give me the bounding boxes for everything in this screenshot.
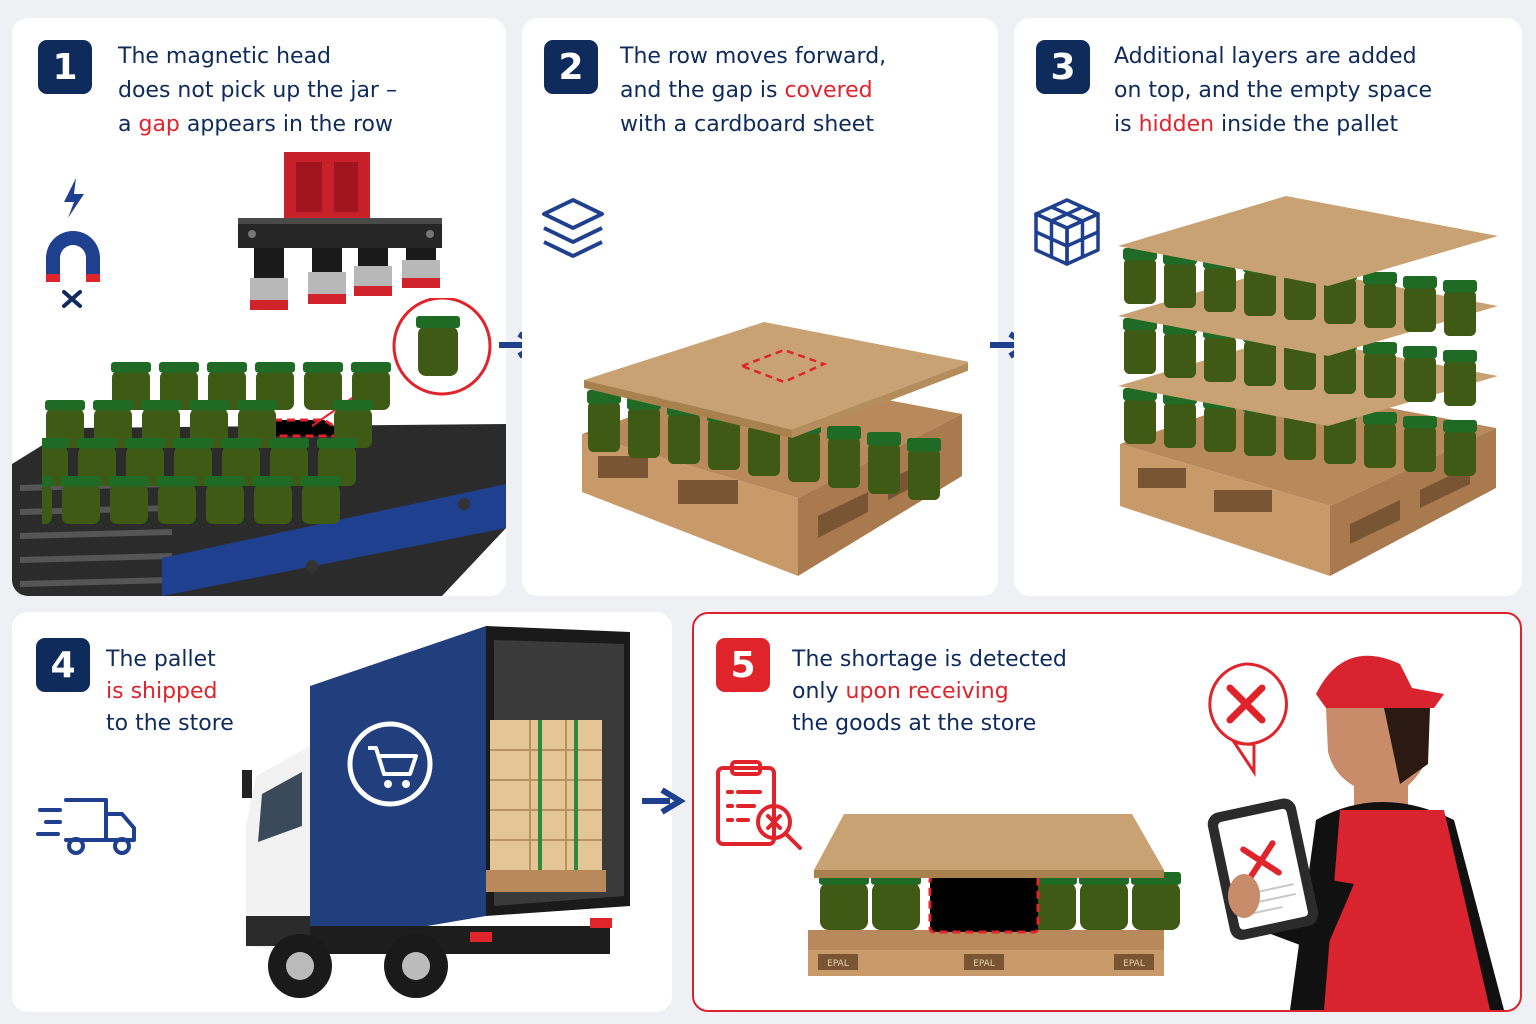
magnetic-head bbox=[238, 152, 442, 310]
jar bbox=[867, 432, 901, 494]
jar bbox=[1443, 280, 1477, 336]
step-3-caption: Additional layers are added on top, and … bbox=[1114, 40, 1432, 142]
jar bbox=[1403, 346, 1437, 402]
caption-line: the goods at the store bbox=[792, 711, 1037, 736]
jar bbox=[1123, 388, 1157, 444]
caption-line: only upon receiving bbox=[792, 679, 1009, 704]
stacked-pallet bbox=[1118, 196, 1498, 576]
step-3-panel: 3 Additional layers are added on top, an… bbox=[1014, 18, 1522, 596]
step-5-badge: 5 bbox=[716, 638, 770, 692]
caption-line: on top, and the empty space bbox=[1114, 78, 1433, 103]
arrow-right-icon bbox=[642, 787, 686, 815]
jar bbox=[587, 390, 621, 452]
jar bbox=[907, 438, 941, 500]
pallet-gap-reveal: EPAL EPAL EPAL bbox=[808, 814, 1181, 976]
caption-line: The shortage is detected bbox=[792, 647, 1067, 672]
step-1-caption: The magnetic head does not pick up the j… bbox=[118, 40, 397, 142]
magnet-off-icon bbox=[46, 178, 100, 308]
jar bbox=[253, 476, 293, 524]
jar bbox=[1443, 350, 1477, 406]
jar bbox=[1363, 272, 1397, 328]
jar bbox=[109, 476, 149, 524]
jar bbox=[1123, 248, 1157, 304]
step-4-panel: 4 The pallet is shipped to the store bbox=[12, 612, 672, 1012]
caption-line: with a cardboard sheet bbox=[620, 112, 874, 137]
jar bbox=[303, 362, 343, 410]
jar bbox=[301, 476, 341, 524]
store-worker bbox=[1207, 655, 1504, 1010]
jar bbox=[1163, 322, 1197, 378]
caption-line: does not pick up the jar – bbox=[118, 78, 397, 103]
delivery-truck bbox=[242, 626, 630, 998]
caption-line: to the store bbox=[106, 711, 234, 736]
jar bbox=[627, 396, 661, 458]
jar bbox=[45, 400, 85, 448]
jar bbox=[1363, 342, 1397, 398]
step-1-panel: 1 The magnetic head does not pick up the… bbox=[12, 18, 506, 596]
pallet-marking: EPAL bbox=[827, 959, 849, 969]
step-4-badge: 4 bbox=[36, 638, 90, 692]
cross-mark-icon bbox=[1208, 662, 1288, 777]
caption-line: and the gap is covered bbox=[620, 78, 873, 103]
cardboard-sheet bbox=[1118, 196, 1498, 286]
caption-line: is shipped bbox=[106, 679, 218, 704]
layers-icon bbox=[542, 198, 604, 258]
jar bbox=[1163, 392, 1197, 448]
pallet-marking: EPAL bbox=[1123, 959, 1145, 969]
step-2-caption: The row moves forward, and the gap is co… bbox=[620, 40, 886, 142]
step-5-caption: The shortage is detected only upon recei… bbox=[792, 644, 1067, 740]
jar bbox=[1079, 872, 1129, 930]
caption-line: Additional layers are added bbox=[1114, 44, 1417, 69]
jar bbox=[1363, 412, 1397, 468]
jar bbox=[827, 426, 861, 488]
jar bbox=[1403, 276, 1437, 332]
step-2-panel: 2 The row moves forward, and the gap is … bbox=[522, 18, 998, 596]
jar bbox=[1403, 416, 1437, 472]
jar bbox=[1123, 318, 1157, 374]
delivery-truck-icon bbox=[36, 798, 136, 855]
jar bbox=[42, 476, 53, 524]
jar bbox=[157, 476, 197, 524]
pallet-marking: EPAL bbox=[973, 959, 995, 969]
jar bbox=[1131, 872, 1181, 930]
pallet-with-sheet bbox=[582, 322, 968, 576]
jar bbox=[1443, 420, 1477, 476]
jar bbox=[205, 476, 245, 524]
cube-grid-icon bbox=[1034, 198, 1100, 266]
caption-line: a gap appears in the row bbox=[118, 112, 393, 137]
caption-line: The row moves forward, bbox=[620, 44, 887, 69]
step-1-badge: 1 bbox=[38, 40, 92, 94]
caption-line: The magnetic head bbox=[118, 44, 332, 69]
step-3-badge: 3 bbox=[1036, 40, 1090, 94]
jar bbox=[61, 476, 101, 524]
jar-grid bbox=[42, 362, 391, 524]
step-5-panel: 5 The shortage is detected only upon rec… bbox=[692, 612, 1522, 1012]
jar bbox=[871, 872, 921, 930]
clipboard-search-icon bbox=[716, 760, 802, 850]
jar bbox=[1163, 252, 1197, 308]
step-2-badge: 2 bbox=[544, 40, 598, 94]
caption-line: is hidden inside the pallet bbox=[1114, 112, 1399, 137]
jar bbox=[819, 872, 869, 930]
caption-line: The pallet bbox=[106, 647, 216, 672]
step-4-caption: The pallet is shipped to the store bbox=[106, 644, 234, 740]
